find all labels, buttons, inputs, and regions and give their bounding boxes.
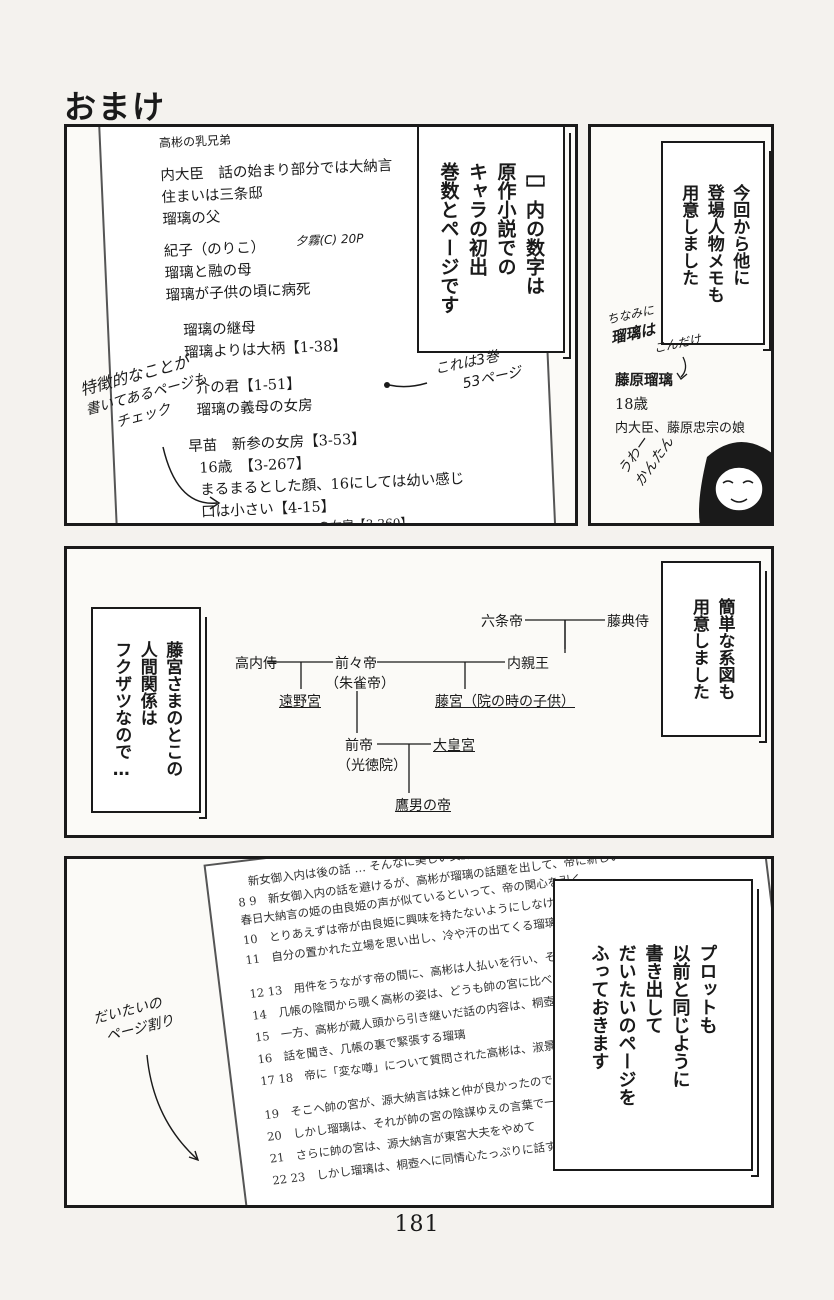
info-caption: 今回から他に 登場人物メモも 用意しました (661, 141, 771, 351)
info-caption: ［］内の数字は 原作小説での キャラの初出 巻数とページです (417, 127, 571, 359)
page-number: 181 (394, 1212, 440, 1237)
tree-node-takanai: 高内侍 (235, 656, 277, 672)
panel-family-tree: 簡単な系図も 用意しました 藤宮さまのとこの 人間関係は フクザツなので… 六条… (64, 546, 774, 838)
tree-node-kotoku: （光徳院） (337, 758, 407, 774)
tree-node-rokujo: 六条帝 (481, 614, 523, 630)
tree-node-suzaku: （朱雀帝） (325, 676, 395, 692)
info-caption-text: プロットも 以前と同じように 書き出して だいたいのページを ふっておきます (588, 944, 718, 1106)
memo-line: 住まいは三条邸 (161, 185, 264, 207)
character-memo-card: 藤原瑠璃 18歳 内大臣、藤原忠宗の娘 (609, 367, 769, 523)
memo-line: 瑠璃の父 (162, 209, 221, 229)
tree-node-zenzen: 前々帝 (335, 656, 377, 672)
memo-line: 瑠璃の継母 (182, 320, 257, 340)
info-caption-text: 簡単な系図も 用意しました (689, 598, 735, 700)
page-heading: おまけ (64, 88, 167, 126)
info-caption-text: 今回から他に 登場人物メモも 用意しました (678, 183, 750, 303)
info-caption-text: 藤宮さまのとこの 人間関係は フクザツなので… (111, 640, 183, 780)
info-caption: 藤宮さまのとこの 人間関係は フクザツなので… (91, 607, 207, 819)
memo-line: 藤原瑠璃 (615, 372, 673, 389)
tree-node-naishinno: 内親王 (507, 656, 549, 672)
memo-line: 瑠璃の義母の女房 (196, 397, 313, 419)
memo-line: 口は小さい【4-15】 (200, 498, 336, 521)
info-caption-text: ［］内の数字は 原作小説での キャラの初出 巻数とページです (437, 162, 546, 314)
panel-character-memo: 今回から他に 登場人物メモも 用意しました ちなみに 瑠璃は こんだけ 藤原瑠璃… (588, 124, 774, 526)
memo-line: 18歳 (615, 397, 648, 413)
tree-node-fujimiya: 藤宮（院の時の子供） (435, 694, 575, 710)
handwritten-aside: ちなみに 瑠璃は こんだけ (605, 293, 703, 365)
tree-node-takao: 鷹男の帝 (395, 798, 451, 814)
tree-node-tono: 遠野宮 (279, 694, 321, 710)
info-caption: プロットも 以前と同じように 書き出して だいたいのページを ふっておきます (553, 879, 759, 1177)
memo-line: 瑠璃と融の母 (164, 262, 253, 283)
memo-line: 高彬の乳兄弟 (158, 133, 232, 151)
tree-node-taiko: 大皇宮 (433, 738, 475, 754)
tree-node-zentei: 前帝 (345, 738, 373, 754)
memo-line: 内大臣、藤原忠宗の娘 (615, 421, 746, 436)
panel-plot-sheet: 新女御入内は後の話 … そんなに美しい女房を引き合わせたい 8 9 新女御入内の… (64, 856, 774, 1208)
panel-memo-sheet: 高彬の乳兄弟 内大臣 話の始まり部分では大納言 住まいは三条邸 瑠璃の父 紀子（… (64, 124, 578, 526)
margin-note: 夕霧(C) 20P (295, 231, 364, 249)
memo-line: 早苗 新参の女房【3-53】 (187, 431, 367, 456)
tree-node-fujinori: 藤典侍 (607, 614, 649, 630)
memo-line: 紀子（のりこ） (163, 239, 266, 261)
handwritten-page-note: だいたいの ページ割り (91, 990, 176, 1048)
info-caption: 簡単な系図も 用意しました (661, 561, 767, 743)
memo-line: 内大臣 話の始まり部分では大納言 (160, 158, 393, 185)
